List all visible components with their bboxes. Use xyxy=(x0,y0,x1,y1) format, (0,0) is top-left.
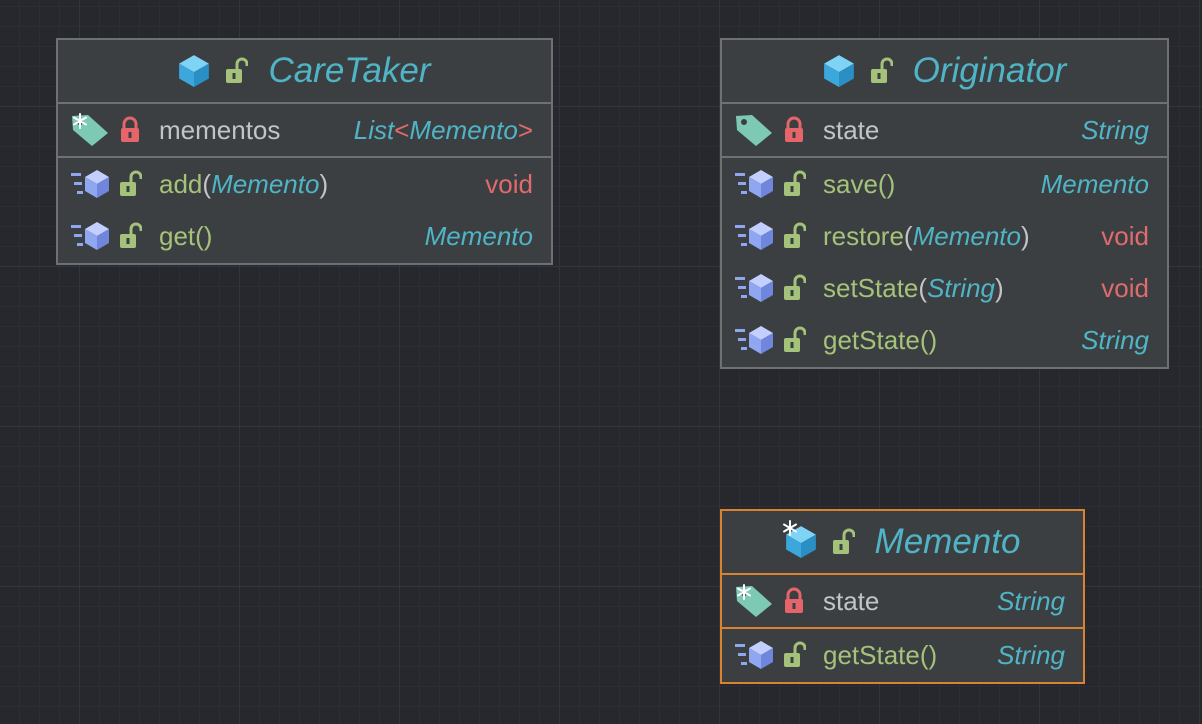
method-cube-icon xyxy=(734,323,774,357)
field-row[interactable]: mementos List<Memento> xyxy=(58,104,551,156)
static-class-cube-icon xyxy=(785,525,817,559)
fields-section: state String xyxy=(722,575,1083,629)
method-cube-icon xyxy=(734,167,774,201)
methods-section: getState() String xyxy=(722,629,1083,681)
method-return-type: void xyxy=(1101,220,1149,251)
field-tag-icon xyxy=(70,113,110,147)
class-cube-icon xyxy=(178,54,210,88)
method-signature: get() xyxy=(159,220,213,251)
unlocked-padlock-icon xyxy=(869,57,893,85)
method-return-type: Memento xyxy=(424,220,533,251)
unlocked-padlock-icon xyxy=(782,274,806,302)
method-return-type: Memento xyxy=(1040,168,1149,199)
unlocked-padlock-icon xyxy=(118,170,142,198)
method-signature: add(Memento) xyxy=(159,168,329,199)
locked-padlock-icon xyxy=(782,116,806,144)
method-return-type: String xyxy=(997,639,1065,670)
unlocked-padlock-icon xyxy=(782,222,806,250)
method-row[interactable]: setState(String) void xyxy=(722,262,1167,314)
class-box-originator[interactable]: Originator state String save() Memento r… xyxy=(720,38,1169,369)
field-name: state xyxy=(823,585,880,616)
locked-padlock-icon xyxy=(782,587,806,615)
method-cube-icon xyxy=(70,167,110,201)
method-signature: save() xyxy=(823,168,896,199)
field-tag-icon xyxy=(734,584,774,618)
method-return-type: void xyxy=(485,168,533,199)
static-snowflake-icon xyxy=(72,113,88,129)
method-row[interactable]: getState() String xyxy=(722,629,1083,681)
method-cube-icon xyxy=(734,219,774,253)
unlocked-padlock-icon xyxy=(831,528,855,556)
unlocked-padlock-icon xyxy=(224,57,248,85)
fields-section: mementos List<Memento> xyxy=(58,104,551,158)
method-row[interactable]: restore(Memento) void xyxy=(722,210,1167,262)
class-cube-icon xyxy=(823,54,855,88)
method-row[interactable]: add(Memento) void xyxy=(58,158,551,210)
methods-section: add(Memento) void get() Memento xyxy=(58,158,551,262)
class-header[interactable]: Originator xyxy=(722,40,1167,104)
method-row[interactable]: save() Memento xyxy=(722,158,1167,210)
field-type: List<Memento> xyxy=(353,114,533,145)
field-row[interactable]: state String xyxy=(722,104,1167,156)
method-cube-icon xyxy=(70,219,110,253)
field-type: String xyxy=(1081,114,1149,145)
locked-padlock-icon xyxy=(118,116,142,144)
unlocked-padlock-icon xyxy=(782,641,806,669)
unlocked-padlock-icon xyxy=(782,170,806,198)
static-snowflake-icon xyxy=(736,584,752,600)
class-title: Memento xyxy=(874,522,1021,561)
unlocked-padlock-icon xyxy=(782,326,806,354)
class-header[interactable]: CareTaker xyxy=(58,40,551,104)
method-cube-icon xyxy=(734,638,774,672)
class-title: Originator xyxy=(912,51,1067,90)
unlocked-padlock-icon xyxy=(118,222,142,250)
class-box-caretaker[interactable]: CareTaker mementos List<Memento> add(Mem… xyxy=(56,38,553,265)
field-name: state xyxy=(823,114,880,145)
method-signature: getState() xyxy=(823,324,938,355)
method-signature: setState(String) xyxy=(823,272,1004,303)
method-return-type: void xyxy=(1101,272,1149,303)
field-type: String xyxy=(997,585,1065,616)
method-signature: restore(Memento) xyxy=(823,220,1030,251)
method-cube-icon xyxy=(734,271,774,305)
methods-section: save() Memento restore(Memento) void set… xyxy=(722,158,1167,366)
fields-section: state String xyxy=(722,104,1167,158)
field-name: mementos xyxy=(159,114,281,145)
method-signature: getState() xyxy=(823,639,938,670)
field-tag-icon xyxy=(734,113,774,147)
field-row[interactable]: state String xyxy=(722,575,1083,627)
method-return-type: String xyxy=(1081,324,1149,355)
class-title: CareTaker xyxy=(268,51,431,90)
class-box-memento[interactable]: Memento state String getState() String xyxy=(720,509,1085,684)
class-header[interactable]: Memento xyxy=(722,511,1083,575)
static-snowflake-icon xyxy=(782,520,798,536)
method-row[interactable]: get() Memento xyxy=(58,210,551,262)
method-row[interactable]: getState() String xyxy=(722,314,1167,366)
